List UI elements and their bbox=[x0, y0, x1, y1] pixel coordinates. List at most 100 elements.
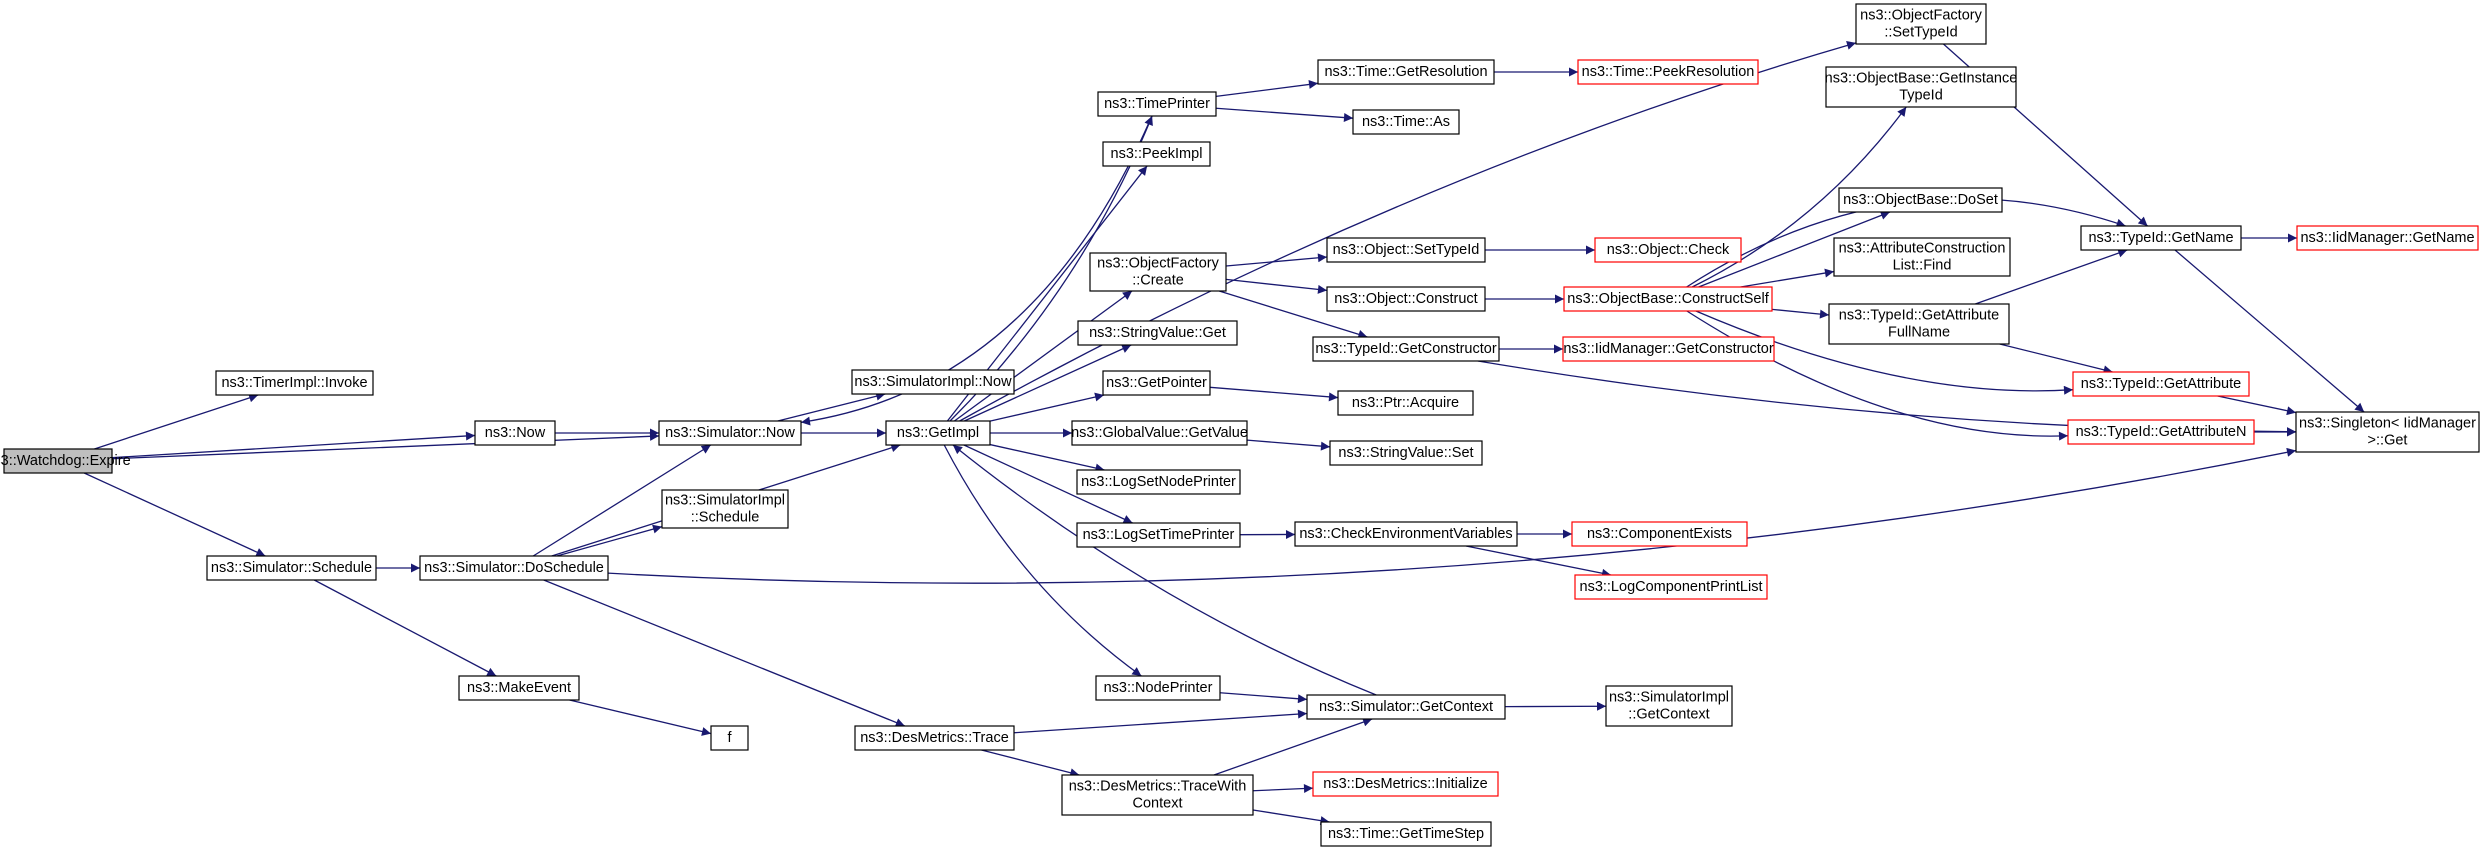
edge-timeprinter-to-sim_now bbox=[800, 115, 1153, 426]
node-time-peekresolution[interactable]: ns3::Time::PeekResolution bbox=[1577, 59, 1759, 85]
edge-typeid_getattribute-to-singleton_get bbox=[2217, 395, 2297, 416]
node-box bbox=[1605, 685, 1733, 727]
node-label: ns3::Watchdog::Expire bbox=[0, 453, 131, 469]
node-logcomponentprintlist[interactable]: ns3::LogComponentPrintList bbox=[1574, 574, 1768, 600]
node-now[interactable]: ns3::Now bbox=[474, 420, 556, 446]
edge-objbase_constructself-to-attrconstructionlist_find bbox=[1740, 268, 1835, 288]
node-box bbox=[1562, 336, 1775, 362]
node-label: ns3::StringValue::Get bbox=[1089, 325, 1226, 341]
node-objbase-constructself[interactable]: ns3::ObjectBase::ConstructSelf bbox=[1563, 286, 1773, 312]
node-label: ns3::LogSetTimePrinter bbox=[1083, 527, 1235, 543]
node-logsetnodeprinter[interactable]: ns3::LogSetNodePrinter bbox=[1076, 469, 1241, 495]
node-singleton-get[interactable]: ns3::Singleton< IidManager >::Get bbox=[2295, 411, 2480, 453]
node-label: ns3::Object::Construct bbox=[1334, 291, 1477, 307]
node-box bbox=[1574, 574, 1768, 600]
node-simimpl-schedule[interactable]: ns3::SimulatorImpl::Schedule bbox=[661, 489, 789, 529]
node-typeid-getattributen[interactable]: ns3::TypeId::GetAttributeN bbox=[2067, 419, 2255, 445]
node-nodeprinter[interactable]: ns3::NodePrinter bbox=[1095, 675, 1221, 701]
node-desmetrics-trace[interactable]: ns3::DesMetrics::Trace bbox=[854, 725, 1015, 751]
node-getimpl[interactable]: ns3::GetImpl bbox=[885, 420, 991, 446]
node-globalvalue-getvalue[interactable]: ns3::GlobalValue::GetValue bbox=[1071, 420, 1248, 446]
node-timeprinter[interactable]: ns3::TimePrinter bbox=[1097, 91, 1217, 117]
node-box bbox=[851, 369, 1015, 395]
node-box bbox=[1312, 336, 1500, 362]
edge-timeprinter-to-time_as bbox=[1215, 107, 1354, 123]
node-sim-schedule[interactable]: ns3::Simulator::Schedule bbox=[206, 555, 377, 581]
node-box bbox=[1326, 237, 1486, 263]
node-label: ns3::Time::As bbox=[1362, 114, 1450, 130]
edge-typeid_getname-to-singleton_get bbox=[2174, 249, 2365, 413]
node-componentexists[interactable]: ns3::ComponentExists bbox=[1571, 521, 1748, 547]
node-iidmanager-getconstructor[interactable]: ns3::IidManager::GetConstructor bbox=[1562, 336, 1775, 362]
node-stringvalue-get[interactable]: ns3::StringValue::Get bbox=[1077, 320, 1238, 346]
node-box bbox=[215, 370, 374, 396]
edge-nodeprinter-to-sim_getcontext bbox=[1219, 692, 1308, 704]
edge-sim_getcontext-to-getimpl bbox=[952, 444, 1377, 696]
node-makeevent[interactable]: ns3::MakeEvent bbox=[458, 675, 580, 701]
edge-sim_doschedule-to-simimpl_schedule bbox=[556, 524, 663, 557]
node-objfactory-create[interactable]: ns3::ObjectFactory::Create bbox=[1089, 252, 1227, 292]
node-label: ns3::TimePrinter bbox=[1104, 96, 1210, 112]
node-time-as[interactable]: ns3::Time::As bbox=[1352, 109, 1460, 135]
node-simimpl-getcontext[interactable]: ns3::SimulatorImpl::GetContext bbox=[1605, 685, 1733, 727]
node-label: >::Get bbox=[2368, 433, 2408, 449]
node-typeid-getconstructor[interactable]: ns3::TypeId::GetConstructor bbox=[1312, 336, 1500, 362]
node-label: ns3::Simulator::DoSchedule bbox=[424, 560, 604, 576]
node-time-gettimestep[interactable]: ns3::Time::GetTimeStep bbox=[1320, 821, 1492, 847]
node-box bbox=[1855, 3, 1987, 45]
node-object-check[interactable]: ns3::Object::Check bbox=[1594, 237, 1742, 263]
node-label: ns3::LogSetNodePrinter bbox=[1081, 474, 1236, 490]
node-object-settypeid[interactable]: ns3::Object::SetTypeId bbox=[1326, 237, 1486, 263]
node-objfactory-settypeid[interactable]: ns3::ObjectFactory::SetTypeId bbox=[1855, 3, 1987, 45]
edge-objfactory_create-to-object_settypeid bbox=[1225, 253, 1328, 267]
node-label: ::SetTypeId bbox=[1884, 25, 1957, 41]
node-logsettimeprinter[interactable]: ns3::LogSetTimePrinter bbox=[1076, 522, 1241, 548]
node-label: ns3::Simulator::GetContext bbox=[1319, 699, 1493, 715]
node-typeid-getattribute[interactable]: ns3::TypeId::GetAttribute bbox=[2072, 371, 2250, 397]
node-label: ns3::TypeId::GetAttribute bbox=[2081, 376, 2241, 392]
node-box bbox=[2296, 225, 2479, 251]
node-label: ns3::Simulator::Schedule bbox=[211, 560, 372, 576]
node-time-getresolution[interactable]: ns3::Time::GetResolution bbox=[1317, 59, 1495, 85]
node-label: ns3::GetImpl bbox=[897, 425, 979, 441]
node-f[interactable]: f bbox=[710, 725, 749, 751]
node-label: ns3::Time::PeekResolution bbox=[1582, 64, 1755, 80]
node-box bbox=[2295, 411, 2480, 453]
node-label: ns3::SimulatorImpl bbox=[1609, 690, 1729, 706]
node-label: ns3::LogComponentPrintList bbox=[1580, 579, 1763, 595]
node-label: Context bbox=[1133, 796, 1183, 812]
edge-sim_doschedule-to-desmetrics_trace bbox=[543, 579, 906, 727]
node-checkenvvars[interactable]: ns3::CheckEnvironmentVariables bbox=[1294, 521, 1518, 547]
node-expire[interactable]: ns3::Watchdog::Expire bbox=[0, 448, 131, 474]
node-sim-getcontext[interactable]: ns3::Simulator::GetContext bbox=[1306, 694, 1506, 720]
node-objbase-doset[interactable]: ns3::ObjectBase::DoSet bbox=[1838, 187, 2003, 213]
node-label: ::Create bbox=[1132, 273, 1184, 289]
edge-getimpl-to-objfactory_settypeid bbox=[959, 41, 1857, 422]
node-simimpl-now[interactable]: ns3::SimulatorImpl::Now bbox=[851, 369, 1015, 395]
node-desmetrics-initialize[interactable]: ns3::DesMetrics::Initialize bbox=[1312, 771, 1499, 797]
edge-objbase_constructself-to-objbase_doset bbox=[1698, 211, 1891, 288]
node-label: ns3::SimulatorImpl::Now bbox=[854, 374, 1012, 390]
node-ptr-acquire[interactable]: ns3::Ptr::Acquire bbox=[1337, 390, 1474, 416]
node-typeid-getname[interactable]: ns3::TypeId::GetName bbox=[2080, 225, 2242, 251]
node-box bbox=[1317, 59, 1495, 85]
node-peekimpl[interactable]: ns3::PeekImpl bbox=[1102, 141, 1211, 167]
node-box bbox=[1294, 521, 1518, 547]
edge-getimpl-to-nodeprinter bbox=[943, 444, 1142, 677]
node-label: ::Schedule bbox=[691, 510, 760, 526]
node-timerimpl-invoke[interactable]: ns3::TimerImpl::Invoke bbox=[215, 370, 374, 396]
node-label: ns3::TypeId::GetName bbox=[2088, 230, 2233, 246]
node-stringvalue-set[interactable]: ns3::StringValue::Set bbox=[1329, 440, 1483, 466]
node-object-construct[interactable]: ns3::Object::Construct bbox=[1326, 286, 1486, 312]
node-box bbox=[1838, 187, 2003, 213]
node-iidmanager-getname[interactable]: ns3::IidManager::GetName bbox=[2296, 225, 2479, 251]
node-sim-now[interactable]: ns3::Simulator::Now bbox=[658, 420, 802, 446]
node-getpointer[interactable]: ns3::GetPointer bbox=[1102, 370, 1211, 396]
node-box bbox=[1577, 59, 1759, 85]
edge-globalvalue_getvalue-to-stringvalue_set bbox=[1246, 439, 1331, 451]
node-sim-doschedule[interactable]: ns3::Simulator::DoSchedule bbox=[419, 555, 609, 581]
